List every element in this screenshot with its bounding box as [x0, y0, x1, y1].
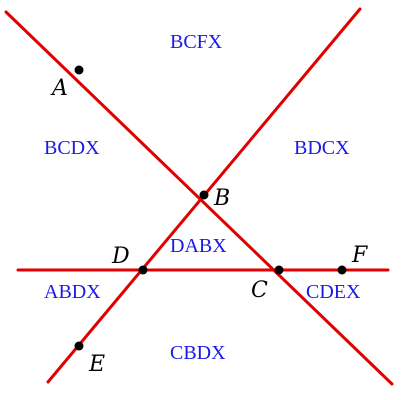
point-label-f: F	[351, 243, 368, 268]
region-label-right: BDCX	[294, 137, 350, 159]
region-label-lower-left: ABDX	[44, 281, 101, 303]
point-e	[74, 341, 84, 351]
point-label-e: E	[88, 352, 105, 377]
region-label-left: BCDX	[44, 137, 100, 159]
point-c	[274, 265, 284, 275]
point-label-a: A	[50, 76, 68, 101]
point-label-d: D	[111, 244, 130, 269]
region-label-center: DABX	[170, 235, 227, 257]
region-label-lower-right: CDEX	[306, 281, 361, 303]
point-a	[74, 65, 84, 75]
region-label-bottom: CBDX	[170, 342, 226, 364]
point-label-c: C	[251, 278, 268, 303]
region-label-top: BCFX	[170, 31, 223, 53]
line-a-b-c	[4, 10, 394, 386]
point-d	[138, 265, 148, 275]
point-b	[199, 190, 209, 200]
point-f	[337, 265, 347, 275]
point-label-b: B	[213, 186, 230, 211]
